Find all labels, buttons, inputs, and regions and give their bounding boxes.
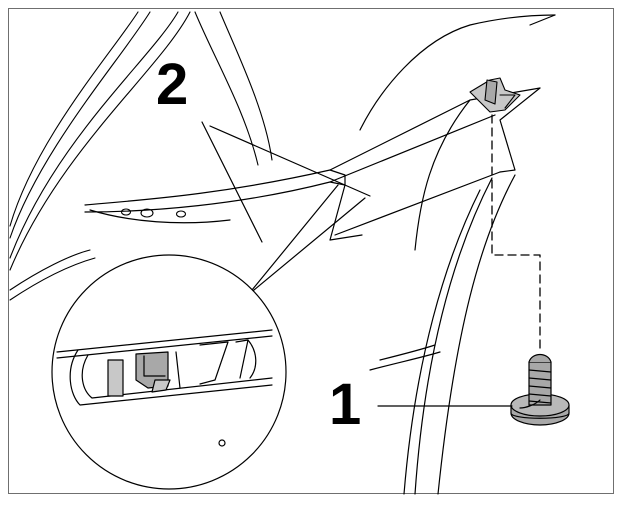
callout-leaders	[201, 121, 513, 407]
callout-number-2: 2	[156, 52, 189, 117]
mounting-holes	[120, 208, 187, 218]
assembly-dashed-line	[491, 114, 541, 351]
wheel-arch-lines	[9, 11, 273, 301]
clip-icon	[469, 77, 521, 113]
leader-2a	[201, 121, 263, 243]
fender-edge	[403, 174, 516, 495]
bolt-icon	[510, 353, 570, 426]
leader-2b	[209, 125, 371, 197]
detail-view	[51, 184, 366, 490]
body-panel	[84, 14, 556, 371]
callout-number-1: 1	[329, 372, 362, 437]
